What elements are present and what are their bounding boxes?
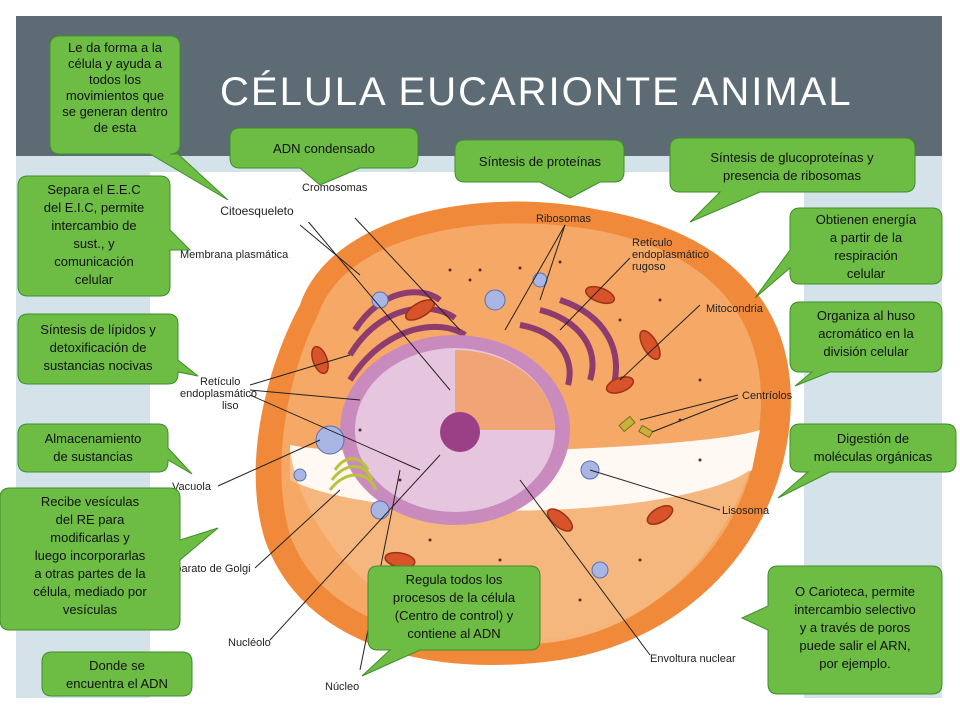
bubble-mitocondria: Obtienen energía a partir de la respirac… bbox=[754, 207, 943, 299]
svg-text:Donde se: Donde se bbox=[89, 658, 145, 673]
bubble-vacuola: Almacenamiento de sustancias bbox=[17, 423, 193, 475]
svg-text:O Carioteca, permite: O Carioteca, permite bbox=[795, 584, 915, 599]
svg-text:Le da forma a la: Le da forma a la bbox=[68, 40, 163, 55]
mitochondria bbox=[311, 285, 674, 569]
svg-text:Síntesis de proteínas: Síntesis de proteínas bbox=[479, 154, 602, 169]
bubble-golgi: Recibe vesículas del RE para modificarla… bbox=[0, 487, 219, 631]
golgi-apparatus bbox=[328, 457, 378, 491]
svg-text:celular: celular bbox=[847, 266, 886, 281]
svg-text:Obtienen energía: Obtienen energía bbox=[816, 212, 917, 227]
svg-text:Regula todos los: Regula todos los bbox=[406, 572, 503, 587]
svg-text:a partir de la: a partir de la bbox=[830, 230, 903, 245]
label-lisosoma: Lisosoma bbox=[722, 505, 770, 517]
svg-text:modificarlas y: modificarlas y bbox=[50, 530, 130, 545]
svg-text:todos los: todos los bbox=[89, 72, 142, 87]
svg-text:luego incorporarlas: luego incorporarlas bbox=[35, 548, 146, 563]
bubble-nucleo: Regula todos los procesos de la célula (… bbox=[361, 565, 541, 677]
svg-text:intercambio selectivo: intercambio selectivo bbox=[794, 602, 915, 617]
label-centriolos: Centríolos bbox=[742, 390, 793, 402]
label-vacuola: Vacuola bbox=[172, 481, 212, 493]
nucleolus bbox=[440, 412, 480, 452]
svg-text:de sustancias: de sustancias bbox=[53, 449, 133, 464]
label-mitocondria: Mitocondria bbox=[706, 303, 764, 315]
slide-title: CÉLULA EUCARIONTE ANIMAL bbox=[220, 70, 853, 114]
svg-text:sustancias nocivas: sustancias nocivas bbox=[43, 358, 153, 373]
svg-text:moléculas orgánicas: moléculas orgánicas bbox=[814, 449, 933, 464]
svg-text:Síntesis de lípidos y: Síntesis de lípidos y bbox=[40, 322, 156, 337]
label-cromosomas: Cromosomas bbox=[302, 182, 368, 194]
centrioles bbox=[618, 415, 654, 439]
label-envoltura: Envoltura nuclear bbox=[650, 653, 736, 665]
svg-text:puede salir el ARN,: puede salir el ARN, bbox=[799, 638, 910, 653]
svg-text:(Centro de control) y: (Centro de control) y bbox=[395, 608, 514, 623]
label-membrana: Membrana plasmática bbox=[180, 249, 289, 261]
svg-text:por ejemplo.: por ejemplo. bbox=[819, 656, 891, 671]
bubble-nucleolo: Donde se encuentra el ADN bbox=[41, 651, 193, 697]
bubble-citoesqueleto: Le da forma a la célula y ayuda a todos … bbox=[49, 35, 229, 201]
svg-text:Digestión de: Digestión de bbox=[837, 431, 909, 446]
label-rel-line1: Retículo bbox=[200, 376, 240, 388]
label-citoesqueleto: Citoesqueleto bbox=[200, 200, 314, 222]
label-golgi: Aparato de Golgi bbox=[168, 563, 251, 575]
svg-text:encuentra el ADN: encuentra el ADN bbox=[66, 676, 168, 691]
svg-text:procesos de la célula: procesos de la célula bbox=[393, 590, 516, 605]
svg-text:intercambio de: intercambio de bbox=[51, 218, 136, 233]
svg-text:Almacenamiento: Almacenamiento bbox=[45, 431, 142, 446]
diagram-labels: Cromosomas Ribosomas Retículo endoplasmá… bbox=[168, 182, 793, 693]
svg-text:y a través de poros: y a través de poros bbox=[800, 620, 911, 635]
svg-text:detoxificación de: detoxificación de bbox=[50, 340, 147, 355]
bubble-membrana: Separa el E.E.C del E.I.C, permite inter… bbox=[17, 175, 192, 297]
svg-text:celular: celular bbox=[75, 272, 114, 287]
svg-text:Síntesis de glucoproteínas y: Síntesis de glucoproteínas y bbox=[710, 150, 874, 165]
svg-text:sust., y: sust., y bbox=[73, 236, 115, 251]
bubble-proteinas: Síntesis de proteínas bbox=[454, 139, 625, 199]
label-rer-line3: rugoso bbox=[632, 261, 666, 273]
svg-text:Separa el E.E.C: Separa el E.E.C bbox=[47, 182, 140, 197]
svg-text:presencia de ribosomas: presencia de ribosomas bbox=[723, 168, 862, 183]
label-ribosomas: Ribosomas bbox=[536, 213, 592, 225]
bubble-lipidos: Síntesis de lípidos y detoxificación de … bbox=[17, 313, 199, 385]
label-rer-line2: endoplasmático bbox=[632, 249, 709, 261]
bubble-glucoproteinas: Síntesis de glucoproteínas y presencia d… bbox=[669, 137, 916, 223]
svg-text:comunicación: comunicación bbox=[54, 254, 134, 269]
label-rer-line1: Retículo bbox=[632, 237, 672, 249]
bubble-lisosoma: Digestión de moléculas orgánicas bbox=[777, 423, 957, 499]
svg-text:a otras partes de la: a otras partes de la bbox=[34, 566, 146, 581]
svg-text:célula, mediado por: célula, mediado por bbox=[33, 584, 147, 599]
svg-text:movimientos que: movimientos que bbox=[66, 88, 164, 103]
svg-text:Recibe vesículas: Recibe vesículas bbox=[41, 494, 140, 509]
svg-text:se generan dentro: se generan dentro bbox=[62, 104, 168, 119]
svg-text:vesículas: vesículas bbox=[63, 602, 118, 617]
svg-text:Organiza al huso: Organiza al huso bbox=[817, 308, 915, 323]
svg-text:de esta: de esta bbox=[94, 120, 137, 135]
svg-text:del RE para: del RE para bbox=[56, 512, 125, 527]
leader-lines bbox=[217, 199, 739, 671]
svg-text:acromático en la: acromático en la bbox=[818, 326, 914, 341]
bubble-adn: ADN condensado bbox=[229, 127, 419, 186]
svg-text:contiene al ADN: contiene al ADN bbox=[407, 626, 500, 641]
bubble-carioteca: O Carioteca, permite intercambio selecti… bbox=[740, 565, 943, 695]
label-rel-line3: liso bbox=[222, 400, 239, 412]
label-nucleo: Núcleo bbox=[325, 681, 359, 693]
bubble-centriolos: Organiza al huso acromático en la divisi… bbox=[789, 301, 943, 387]
svg-text:ADN condensado: ADN condensado bbox=[273, 141, 375, 156]
svg-text:del E.I.C, permite: del E.I.C, permite bbox=[44, 200, 144, 215]
svg-text:división celular: división celular bbox=[823, 344, 909, 359]
svg-text:respiración: respiración bbox=[834, 248, 898, 263]
svg-text:célula y ayuda a: célula y ayuda a bbox=[68, 56, 163, 71]
label-rel-line2: endoplasmático bbox=[180, 388, 257, 400]
speech-bubbles: Le da forma a la célula y ayuda a todos … bbox=[0, 35, 957, 697]
label-nucleolo: Nucléolo bbox=[228, 637, 271, 649]
